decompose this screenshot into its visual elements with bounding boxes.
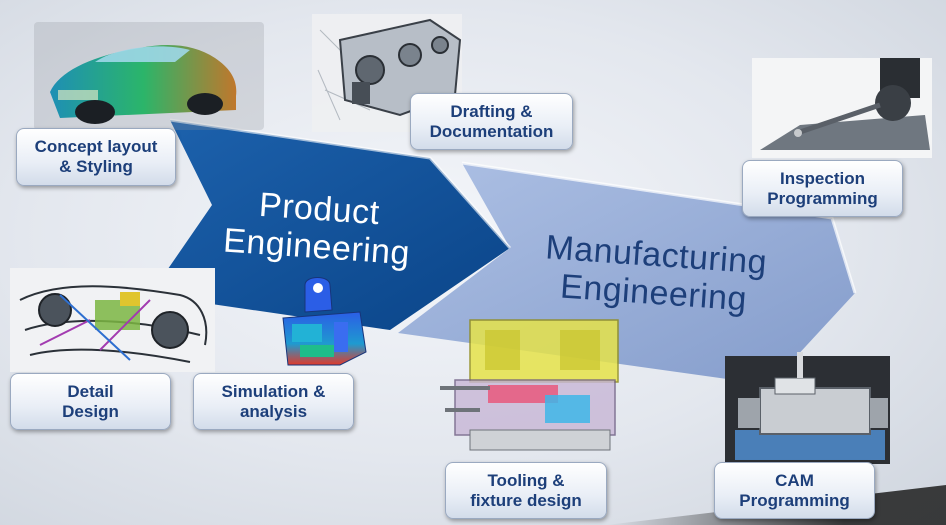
inspection-label: Inspection Programming — [767, 168, 878, 208]
manufacturing-engineering-label: Manufacturing Engineering — [544, 228, 769, 319]
drafting-documentation-box: Drafting & Documentation — [410, 93, 573, 150]
car-render-icon — [34, 22, 264, 130]
mold-tooling-icon — [440, 319, 619, 451]
cam-programming-box: CAM Programming — [714, 462, 875, 519]
concept-layout-styling-box: Concept layout & Styling — [16, 128, 176, 186]
product-arrow — [150, 118, 512, 330]
cnc-vise-icon — [725, 352, 890, 464]
concept-label: Concept layout & Styling — [34, 137, 158, 176]
cmm-probe-icon — [752, 58, 932, 158]
detail-design-box: Detail Design — [10, 373, 171, 430]
simulation-analysis-box: Simulation & analysis — [193, 373, 354, 430]
tooling-label: Tooling & fixture design — [470, 470, 582, 510]
fea-bracket-icon — [282, 277, 367, 366]
detail-label: Detail Design — [62, 381, 119, 421]
cam-label: CAM Programming — [739, 470, 850, 510]
simulation-label: Simulation & analysis — [221, 381, 326, 421]
inspection-programming-box: Inspection Programming — [742, 160, 903, 217]
product-engineering-label: Product Engineering — [222, 185, 412, 273]
chassis-assembly-icon — [10, 268, 215, 372]
tooling-fixture-design-box: Tooling & fixture design — [445, 462, 607, 519]
drafting-label: Drafting & Documentation — [429, 101, 554, 141]
